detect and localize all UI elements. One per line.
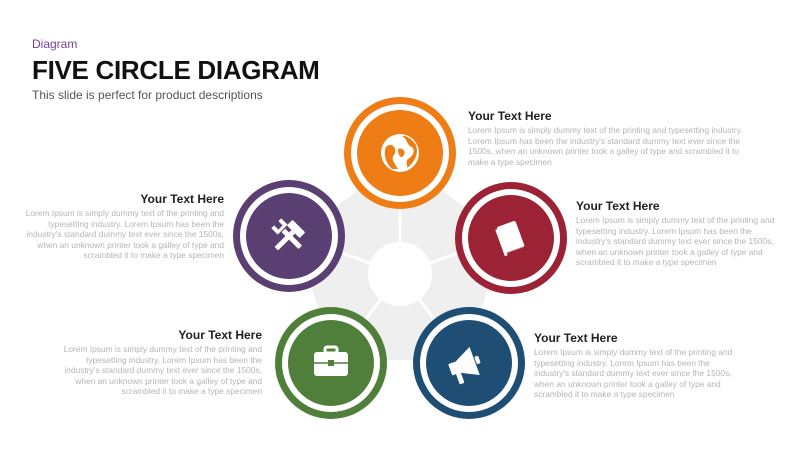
text-block-bottom-right: Your Text Here Lorem Ipsum is simply dum… bbox=[534, 331, 734, 400]
tools-icon bbox=[271, 218, 305, 251]
text-block-bottom-right-heading: Your Text Here bbox=[534, 331, 618, 345]
text-block-bottom-left-heading: Your Text Here bbox=[178, 328, 262, 342]
text-block-top: Your Text Here Lorem Ipsum is simply dum… bbox=[468, 109, 758, 167]
center-circle bbox=[368, 242, 432, 306]
text-block-left-body: Lorem Ipsum is simply dummy text of the … bbox=[25, 208, 224, 261]
node-bottom-left bbox=[275, 307, 387, 419]
text-block-top-body: Lorem Ipsum is simply dummy text of the … bbox=[468, 125, 743, 167]
text-block-top-heading: Your Text Here bbox=[468, 109, 552, 123]
text-block-left: Your Text Here Lorem Ipsum is simply dum… bbox=[24, 192, 224, 261]
text-block-bottom-left-body: Lorem Ipsum is simply dummy text of the … bbox=[63, 344, 262, 397]
node-right bbox=[455, 182, 567, 294]
node-left bbox=[233, 180, 345, 292]
slide-category: Diagram bbox=[32, 37, 78, 51]
globe-icon bbox=[381, 134, 419, 172]
node-top bbox=[344, 97, 456, 209]
page-subtitle: This slide is perfect for product descri… bbox=[32, 88, 263, 102]
text-block-bottom-left: Your Text Here Lorem Ipsum is simply dum… bbox=[62, 328, 262, 397]
megaphone-icon bbox=[448, 346, 481, 385]
text-block-left-heading: Your Text Here bbox=[140, 192, 224, 206]
text-block-right-body: Lorem Ipsum is simply dummy text of the … bbox=[576, 215, 775, 268]
page-title: FIVE CIRCLE DIAGRAM bbox=[32, 55, 320, 85]
book-icon bbox=[495, 221, 526, 257]
text-block-right-heading: Your Text Here bbox=[576, 199, 660, 213]
node-bottom-right bbox=[413, 307, 525, 419]
text-block-right: Your Text Here Lorem Ipsum is simply dum… bbox=[576, 199, 776, 268]
briefcase-icon bbox=[314, 345, 348, 376]
text-block-bottom-right-body: Lorem Ipsum is simply dummy text of the … bbox=[534, 347, 733, 400]
